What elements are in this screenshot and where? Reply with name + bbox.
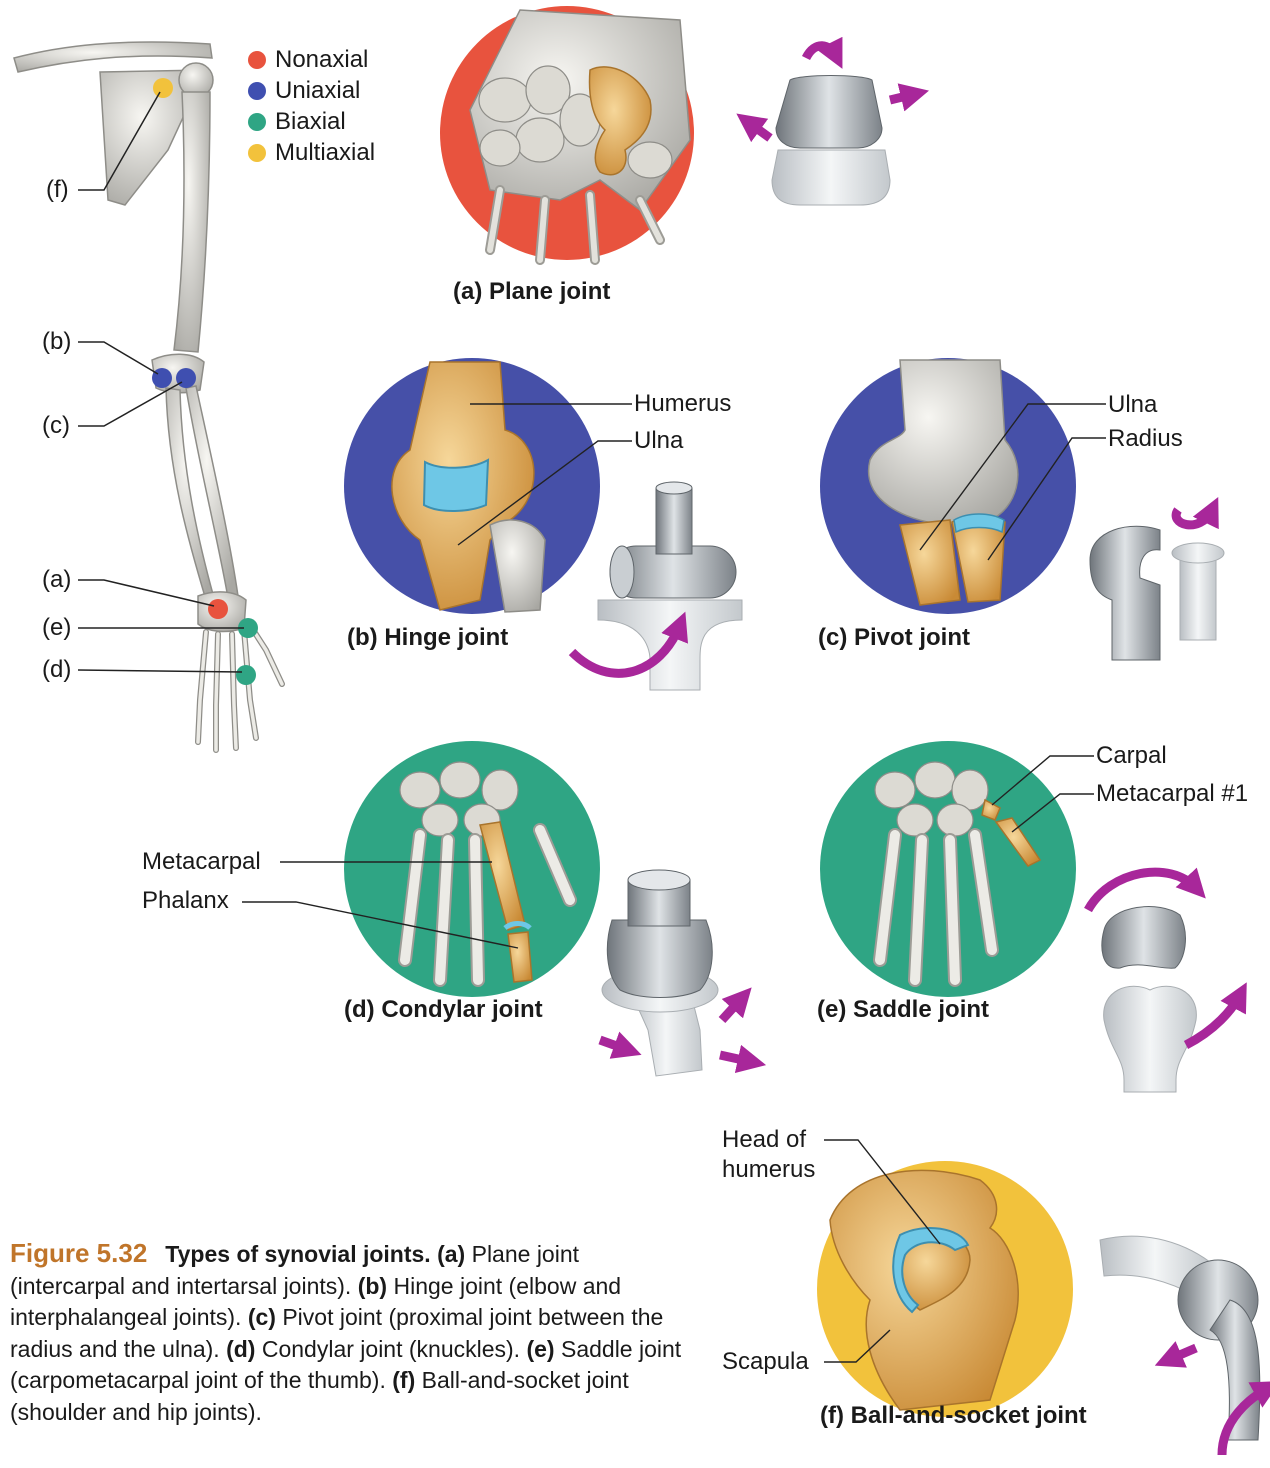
label-humerus-f: humerus — [722, 1157, 815, 1183]
marker-c — [176, 368, 196, 388]
panel-a-plane — [440, 6, 694, 260]
caption-pivot-joint: (c) Pivot joint — [818, 624, 970, 652]
arm-label-c: (c) — [42, 413, 70, 439]
caption-tag: (d) — [226, 1336, 255, 1362]
arm-label-b: (b) — [42, 329, 71, 355]
marker-a — [208, 599, 228, 619]
marker-b — [152, 368, 172, 388]
caption-ball-and-socket-joint: (f) Ball-and-socket joint — [820, 1402, 1087, 1430]
label-ulna-pivot: Ulna — [1108, 392, 1157, 418]
label-metacarpal-1: Metacarpal #1 — [1096, 781, 1248, 807]
legend-label: Uniaxial — [275, 77, 360, 105]
arm-skeleton — [14, 42, 282, 750]
marker-f — [153, 78, 173, 98]
figure-caption: Figure 5.32 Types of synovial joints. (a)… — [10, 1238, 690, 1428]
legend-label: Multiaxial — [275, 139, 375, 167]
caption-text: Condylar joint (knuckles). — [255, 1336, 526, 1362]
condylar-joint-model — [600, 870, 752, 1076]
caption-hinge-joint: (b) Hinge joint — [347, 624, 508, 652]
label-ulna-hinge: Ulna — [634, 428, 683, 454]
legend: Nonaxial Uniaxial Biaxial Multiaxial — [248, 44, 375, 168]
arm-label-f: (f) — [46, 177, 69, 203]
pivot-joint-model — [1090, 510, 1224, 660]
legend-dot-icon — [248, 144, 266, 162]
legend-item-uniaxial: Uniaxial — [248, 75, 375, 106]
plane-joint-model — [748, 46, 915, 205]
ball-and-socket-model — [1100, 1236, 1268, 1455]
caption-tag: (a) — [437, 1241, 465, 1267]
label-head-of: Head of — [722, 1127, 806, 1153]
figure-number: Figure 5.32 — [10, 1238, 147, 1268]
legend-label: Biaxial — [275, 108, 346, 136]
legend-item-nonaxial: Nonaxial — [248, 44, 375, 75]
legend-dot-icon — [248, 51, 266, 69]
legend-item-biaxial: Biaxial — [248, 106, 375, 137]
caption-tag: (e) — [526, 1336, 554, 1362]
caption-tag: (c) — [248, 1304, 276, 1330]
label-metacarpal: Metacarpal — [142, 849, 261, 875]
legend-dot-icon — [248, 113, 266, 131]
saddle-joint-model — [1088, 872, 1240, 1092]
figure-title: Types of synovial joints. — [165, 1241, 430, 1267]
caption-saddle-joint: (e) Saddle joint — [817, 996, 989, 1024]
panel-d-condylar — [344, 741, 600, 997]
caption-condylar-joint: (d) Condylar joint — [344, 996, 543, 1024]
panel-c-pivot — [820, 358, 1076, 614]
legend-label: Nonaxial — [275, 46, 368, 74]
label-radius: Radius — [1108, 426, 1183, 452]
caption-tag: (b) — [358, 1273, 387, 1299]
label-scapula: Scapula — [722, 1349, 809, 1375]
label-humerus: Humerus — [634, 391, 731, 417]
arm-label-e: (e) — [42, 615, 71, 641]
arm-label-a: (a) — [42, 567, 71, 593]
hinge-joint-model — [572, 482, 742, 690]
panel-e-saddle — [820, 741, 1076, 997]
panel-b-hinge — [344, 358, 600, 614]
marker-d — [236, 665, 256, 685]
legend-dot-icon — [248, 82, 266, 100]
panel-f-ball-and-socket — [817, 1161, 1073, 1417]
label-carpal: Carpal — [1096, 743, 1167, 769]
label-phalanx: Phalanx — [142, 888, 229, 914]
caption-plane-joint: (a) Plane joint — [453, 278, 610, 306]
arm-label-d: (d) — [42, 657, 71, 683]
caption-tag: (f) — [392, 1367, 415, 1393]
legend-item-multiaxial: Multiaxial — [248, 137, 375, 168]
